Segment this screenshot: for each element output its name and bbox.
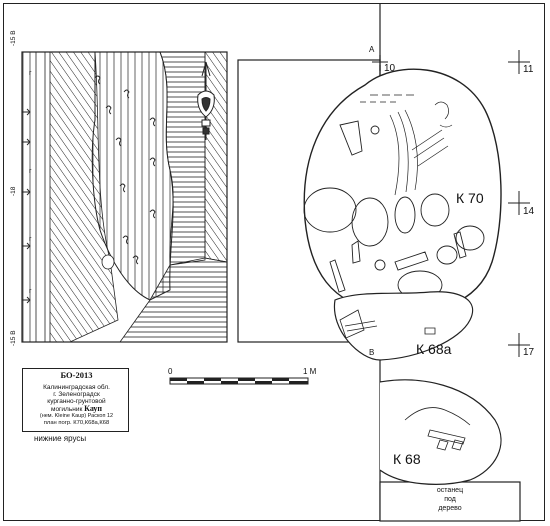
plan-text: план погр. К70,К68а,К68: [43, 420, 110, 426]
site-name-line: могильник Кауп: [23, 404, 130, 414]
section-mid-label: -18: [10, 186, 17, 196]
region-text: Калининградская обл.: [43, 384, 110, 391]
grid-label-11: 11: [523, 64, 534, 75]
scale-end-label: 1 М: [303, 367, 317, 376]
site-type-text: курганно-грунтовой: [47, 398, 106, 405]
stratigraphic-section: [21, 51, 228, 343]
remnant-label-line1: останец: [436, 487, 464, 494]
drawing-frame: [3, 3, 545, 521]
grid-label-10: 10: [384, 63, 396, 74]
site-name-prefix: могильник: [50, 406, 83, 413]
burial-plan: [237, 3, 530, 522]
grid-label-17: 17: [523, 347, 535, 358]
section-mark: г: [29, 288, 32, 295]
section-bottom-label: -15 В: [10, 330, 17, 346]
remnant-label-line3: дерево: [438, 505, 462, 512]
section-point-a: А: [369, 45, 375, 54]
burial-label-k70: К 70: [456, 190, 484, 206]
caption-text: нижние ярусы: [34, 434, 87, 443]
town-text: г. Зеленоградск: [53, 391, 100, 398]
north-arrow-icon: [197, 61, 215, 140]
section-mark: г: [29, 168, 32, 175]
section-mark: г: [29, 70, 32, 77]
section-top-label: -15 В: [10, 30, 17, 46]
site-alt-text: (нем. Kleine Kaup) Раскоп 12: [39, 413, 114, 419]
title-text: БО-2013: [60, 370, 93, 380]
section-mark: г: [29, 236, 32, 243]
scale-bar: [169, 377, 309, 385]
section-point-b: В: [369, 348, 375, 357]
grid-label-14: 14: [523, 206, 535, 217]
title-block: БО-2013 Калининградская обл. г. Зеленогр…: [22, 368, 129, 432]
scale-start-label: 0: [168, 367, 173, 376]
burial-label-k68: К 68: [393, 451, 421, 467]
remnant-label-line2: под: [444, 496, 456, 503]
site-name: Кауп: [84, 404, 103, 413]
burial-label-k68a: К 68а: [416, 341, 452, 357]
